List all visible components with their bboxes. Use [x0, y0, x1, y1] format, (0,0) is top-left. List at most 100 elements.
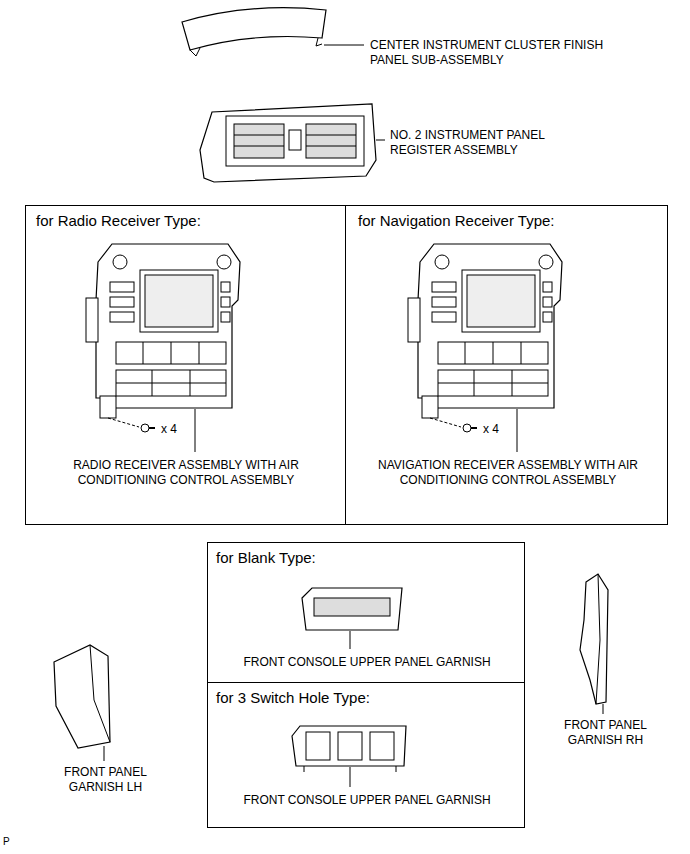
lower-bracket — [100, 396, 116, 418]
panel-divider — [152, 370, 153, 396]
button — [221, 297, 230, 307]
variant-box: for 3 Switch Hole Type: FRONT CONSOLE UPP… — [207, 682, 525, 828]
switch-garnish — [292, 726, 406, 766]
variant-box: for Radio Receiver Type: x 4 RADIO RECEIVE… — [25, 205, 346, 525]
switch-hole — [338, 732, 362, 760]
leader-line — [603, 704, 604, 714]
button — [432, 312, 456, 322]
knob — [113, 255, 127, 269]
leader-line — [104, 746, 105, 761]
hazard-switch — [289, 130, 301, 150]
button — [221, 312, 230, 322]
button — [110, 312, 134, 322]
panel-divider — [521, 342, 522, 364]
button — [543, 312, 552, 322]
quantity-label: x 4 — [161, 422, 201, 437]
knob — [539, 255, 553, 269]
garnish-edge — [596, 574, 600, 704]
panel-divider — [116, 383, 226, 384]
dashed-leader — [430, 418, 461, 427]
register-vent — [234, 124, 284, 158]
register-face — [226, 116, 364, 166]
register-vent — [306, 124, 356, 158]
switch-hole — [306, 732, 330, 760]
panel-divider — [474, 370, 475, 396]
control-panel — [438, 342, 548, 364]
climate-panel — [438, 370, 548, 396]
variant-box: for Navigation Receiver Type: x 4 NAVIGATI… — [345, 205, 668, 525]
button — [110, 282, 134, 292]
finish-panel-tab — [190, 48, 200, 56]
screen — [467, 275, 535, 327]
vent-fin — [306, 146, 356, 147]
vent-fin — [234, 146, 284, 147]
button — [432, 297, 456, 307]
climate-panel — [116, 370, 226, 396]
type-heading: for Blank Type: — [216, 549, 506, 568]
figure-code: P — [3, 836, 23, 849]
blank-garnish — [302, 588, 402, 630]
leader-line — [376, 140, 385, 141]
type-heading: for Radio Receiver Type: — [36, 212, 326, 231]
unit-housing — [418, 244, 562, 408]
part-label: CENTER INSTRUMENT CLUSTER FINISH PANEL S… — [370, 38, 610, 68]
button — [221, 282, 230, 292]
part-label: RADIO RECEIVER ASSEMBLY WITH AIR CONDITI… — [36, 458, 336, 488]
navigation-unit — [408, 244, 562, 452]
side-bracket — [86, 298, 98, 342]
leader-line — [324, 45, 364, 46]
control-panel — [116, 342, 226, 364]
panel-divider — [190, 370, 191, 396]
leader-line — [195, 409, 196, 452]
panel-divider — [438, 383, 548, 384]
button — [543, 297, 552, 307]
screen-frame — [140, 270, 218, 332]
register-housing — [200, 104, 376, 182]
variant-box: for Blank Type: FRONT CONSOLE UPPER PANEL… — [207, 542, 525, 683]
type-heading: for 3 Switch Hole Type: — [216, 689, 506, 708]
screen — [145, 275, 213, 327]
switch-hole — [370, 732, 394, 760]
part-label: FRONT PANEL GARNISH LH — [48, 765, 163, 795]
quantity-label: x 4 — [483, 422, 523, 437]
dashed-leader — [108, 418, 139, 427]
panel-divider — [512, 370, 513, 396]
type-heading: for Navigation Receiver Type: — [358, 212, 648, 231]
knob — [435, 255, 449, 269]
finish-panel-tab — [316, 38, 322, 46]
part-label: NO. 2 INSTRUMENT PANEL REGISTER ASSEMBLY — [390, 128, 595, 158]
garnish-clip — [396, 766, 397, 772]
panel-divider — [493, 342, 494, 364]
lower-bracket — [422, 396, 438, 418]
garnish-edge — [90, 645, 110, 742]
screw-shaft — [471, 427, 477, 429]
panel-divider — [199, 342, 200, 364]
button — [110, 297, 134, 307]
part-label: FRONT PANEL GARNISH RH — [548, 718, 663, 748]
garnish-rh — [580, 574, 608, 704]
side-bracket — [408, 298, 420, 342]
garnish-clip — [304, 766, 305, 772]
screw-symbol — [141, 424, 149, 432]
button — [432, 282, 456, 292]
screw-shaft — [149, 427, 155, 429]
unit-housing — [96, 244, 240, 408]
garnish-opening — [314, 598, 390, 616]
panel-divider — [465, 342, 466, 364]
panel-divider — [171, 342, 172, 364]
leader-line — [350, 631, 351, 649]
knob — [217, 255, 231, 269]
button — [543, 282, 552, 292]
part-label: NAVIGATION RECEIVER ASSEMBLY WITH AIR CO… — [358, 458, 658, 488]
finish-panel — [182, 8, 326, 50]
garnish-lh — [54, 645, 110, 748]
vent-fin — [306, 135, 356, 136]
leader-line — [350, 767, 351, 787]
screen-frame — [462, 270, 540, 332]
panel-divider — [143, 342, 144, 364]
screw-symbol — [463, 424, 471, 432]
vent-fin — [234, 135, 284, 136]
part-label: FRONT CONSOLE UPPER PANEL GARNISH — [217, 793, 517, 808]
part-label: FRONT CONSOLE UPPER PANEL GARNISH — [217, 655, 517, 670]
